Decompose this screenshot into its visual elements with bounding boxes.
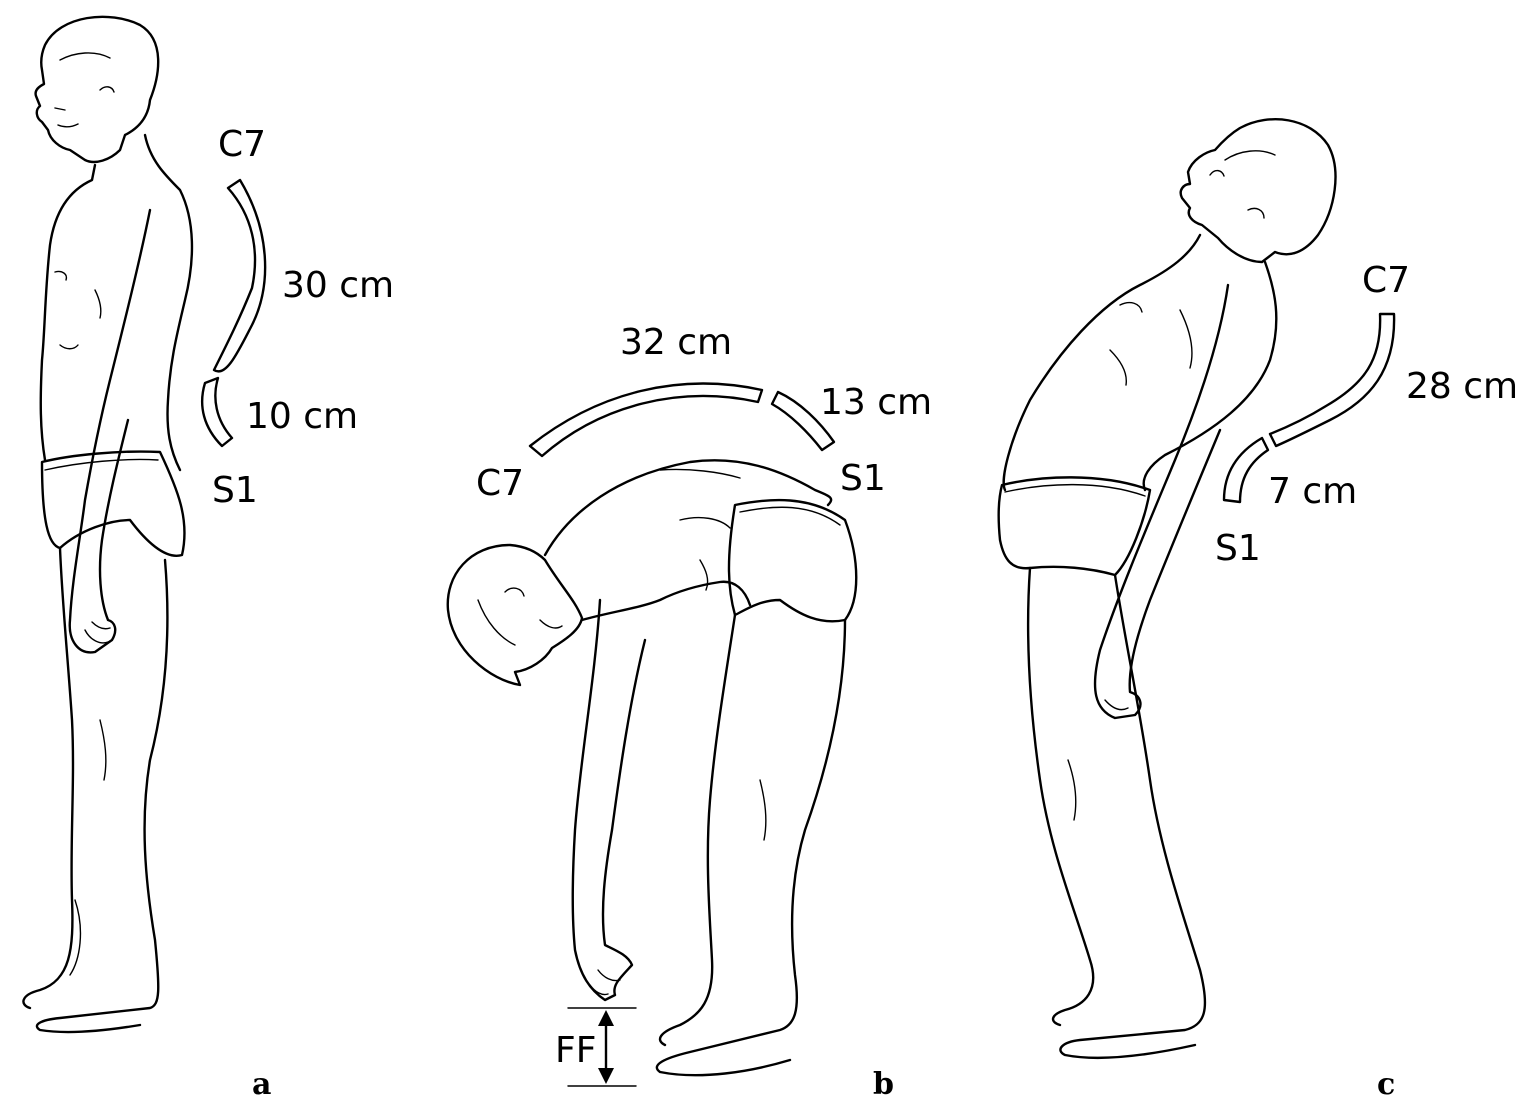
panel-a: C7 30 cm 10 cm S1 a <box>23 17 394 1100</box>
upper-length-label-c: 28 cm <box>1406 366 1518 407</box>
upper-length-label-b: 32 cm <box>620 322 732 363</box>
upper-spine-segment-band-a <box>214 180 265 371</box>
panel-label-a: a <box>252 1067 271 1100</box>
lower-length-label-c: 7 cm <box>1268 471 1357 512</box>
c7-label-b: C7 <box>476 463 524 504</box>
upper-spine-segment-band-c <box>1270 314 1394 446</box>
s1-label-a: S1 <box>212 470 258 511</box>
panel-label-b: b <box>873 1067 894 1100</box>
standing-figure-illustration <box>23 17 192 1032</box>
panel-label-c: c <box>1377 1067 1395 1100</box>
c7-label-c: C7 <box>1362 260 1410 301</box>
lower-spine-segment-band-a <box>202 378 232 446</box>
forward-bending-figure-illustration <box>448 460 856 1075</box>
upper-length-label-a: 30 cm <box>282 265 394 306</box>
arrow-down-icon <box>598 1068 614 1084</box>
panel-b: 32 cm 13 cm C7 S1 FF b <box>448 322 932 1100</box>
c7-label-a: C7 <box>218 124 266 165</box>
lower-length-label-a: 10 cm <box>246 396 358 437</box>
ff-label: FF <box>555 1030 596 1071</box>
s1-label-c: S1 <box>1215 528 1261 569</box>
panel-c: C7 28 cm 7 cm S1 c <box>999 119 1518 1100</box>
lower-length-label-b: 13 cm <box>820 382 932 423</box>
s1-label-b: S1 <box>840 458 886 499</box>
lower-spine-segment-band-c <box>1224 438 1268 502</box>
arrow-up-icon <box>598 1010 614 1026</box>
backward-bending-figure-illustration <box>999 119 1336 1058</box>
upper-spine-segment-band-b <box>530 384 762 456</box>
